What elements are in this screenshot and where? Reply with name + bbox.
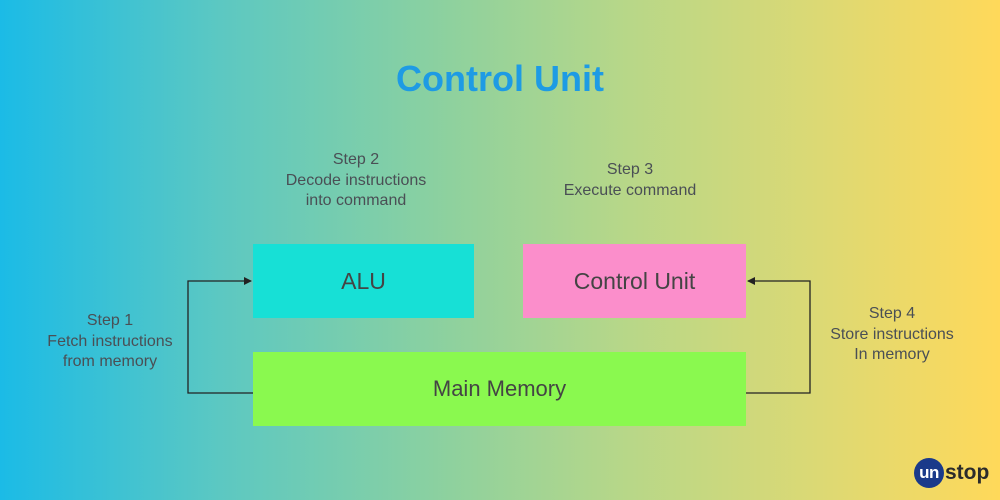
step-1-line-2: from memory [62, 353, 158, 370]
main-memory-box: Main Memory [253, 352, 746, 426]
alu-box: ALU [253, 244, 474, 318]
unstop-logo: un stop [914, 458, 989, 488]
store-arrow [746, 277, 811, 394]
step-4-line-1: Store instructions [830, 325, 954, 343]
step-4-label: Step 4 Store instructions In memory [812, 304, 972, 366]
step-3-line-1: Execute command [563, 181, 697, 199]
step-2-label: Step 2 Decode instructions into command [276, 150, 436, 212]
main-memory-label: Main Memory [432, 376, 567, 401]
step-1-heading: Step 1 [86, 312, 134, 329]
unstop-logo-prefix: un [919, 463, 939, 482]
step-2-heading: Step 2 [332, 151, 380, 168]
alu-label: ALU [341, 267, 386, 294]
step-3-label: Step 3 Execute command [550, 160, 710, 201]
unstop-logo-suffix: stop [945, 461, 990, 484]
step-1-label: Step 1 Fetch instructions from memory [30, 311, 190, 373]
step-2-line-2: into command [305, 192, 407, 209]
control-unit-label: Control Unit [573, 267, 696, 294]
step-1-line-1: Fetch instructions [47, 332, 173, 350]
unstop-logo-badge: un [914, 458, 944, 488]
control-unit-box: Control Unit [523, 244, 746, 318]
step-4-line-2: In memory [854, 346, 930, 363]
step-3-heading: Step 3 [606, 161, 654, 178]
step-2-line-1: Decode instructions [285, 171, 427, 189]
step-4-heading: Step 4 [868, 305, 916, 322]
diagram-title: Control Unit [396, 58, 604, 99]
fetch-arrow [187, 277, 253, 394]
